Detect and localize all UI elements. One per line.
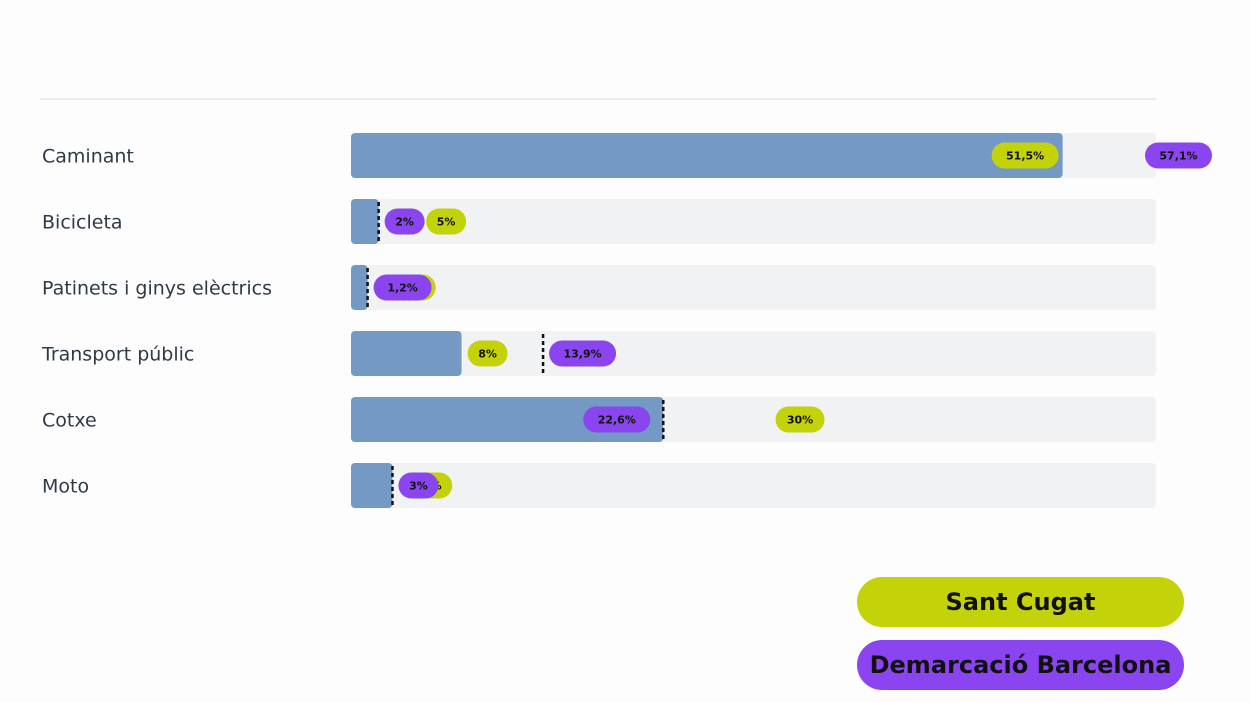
bar xyxy=(351,133,1063,178)
value-pill-demarcacio xyxy=(373,274,432,301)
value-label-demarcacio: 3% xyxy=(409,480,428,493)
value-pill-sant-cugat xyxy=(467,340,508,367)
bar xyxy=(351,397,664,442)
category-label: Patinets i ginys elèctrics xyxy=(42,278,272,300)
value-label-sant-cugat: 8% xyxy=(478,348,497,361)
category-label: Cotxe xyxy=(42,410,97,432)
value-label-sant-cugat: 30% xyxy=(787,414,813,427)
value-pill-demarcacio xyxy=(583,406,651,433)
value-pill-sant-cugat xyxy=(775,406,825,433)
value-label-demarcacio: 1,2% xyxy=(387,282,418,295)
value-pill-demarcacio xyxy=(1145,142,1212,169)
bar-track xyxy=(351,331,1156,376)
value-pill-sant-cugat xyxy=(426,208,467,235)
value-label-sant-cugat: 5% xyxy=(437,216,456,229)
value-label-demarcacio: 13,9% xyxy=(563,348,601,361)
bar xyxy=(351,265,368,310)
legend-demarcacio-barcelona: Demarcació Barcelona xyxy=(857,640,1184,690)
value-label-demarcacio: 2% xyxy=(395,216,414,229)
value-label-demarcacio: 57,1% xyxy=(1159,150,1197,163)
bar xyxy=(351,331,462,376)
bar-track xyxy=(351,463,1156,508)
value-pill-demarcacio xyxy=(398,472,439,499)
category-label: Transport públic xyxy=(41,344,194,366)
value-label-sant-cugat: 51,5% xyxy=(1006,150,1044,163)
bar xyxy=(351,463,393,508)
category-label: Bicicleta xyxy=(42,212,123,234)
legend-sant-cugat: Sant Cugat xyxy=(857,577,1184,627)
value-pill-demarcacio xyxy=(549,340,617,367)
bar-track xyxy=(351,265,1156,310)
category-label: Caminant xyxy=(42,146,134,168)
value-pill-sant-cugat xyxy=(991,142,1059,169)
bar-track xyxy=(351,199,1156,244)
bar xyxy=(351,199,379,244)
category-label: Moto xyxy=(42,476,89,498)
value-pill-demarcacio xyxy=(384,208,425,235)
value-label-demarcacio: 22,6% xyxy=(598,414,636,427)
